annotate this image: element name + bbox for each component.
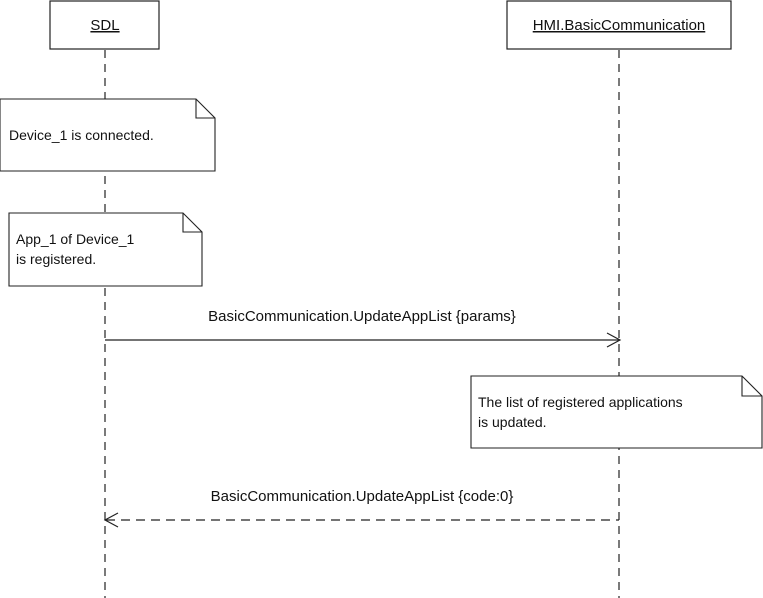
note-list-updated: The list of registered applications is u… xyxy=(470,375,763,449)
message-update-app-list-response-arrowhead xyxy=(103,512,119,528)
message-update-app-list-response-label: BasicCommunication.UpdateAppList {code:0… xyxy=(211,488,514,505)
participant-sdl: SDL xyxy=(49,0,160,50)
message-update-app-list-request: BasicCommunication.UpdateAppList {params… xyxy=(105,308,622,348)
participant-hmi-basic-communication-label: HMI.BasicCommunication xyxy=(533,17,706,34)
note-device-connected-line-1: Device_1 is connected. xyxy=(9,127,154,143)
message-update-app-list-response: BasicCommunication.UpdateAppList {code:0… xyxy=(103,488,619,528)
participant-hmi-basic-communication: HMI.BasicCommunication xyxy=(506,0,732,50)
note-list-updated-line-1: The list of registered applications xyxy=(478,394,683,410)
participant-sdl-label: SDL xyxy=(90,17,119,34)
note-app-registered-line-2: is registered. xyxy=(16,251,96,267)
note-app-registered: App_1 of Device_1 is registered. xyxy=(8,212,203,287)
note-device-connected: Device_1 is connected. xyxy=(0,98,216,172)
message-update-app-list-request-arrowhead xyxy=(606,332,622,348)
note-list-updated-line-2: is updated. xyxy=(478,414,547,430)
message-update-app-list-request-label: BasicCommunication.UpdateAppList {params… xyxy=(208,308,516,325)
note-app-registered-line-1: App_1 of Device_1 xyxy=(16,231,135,247)
